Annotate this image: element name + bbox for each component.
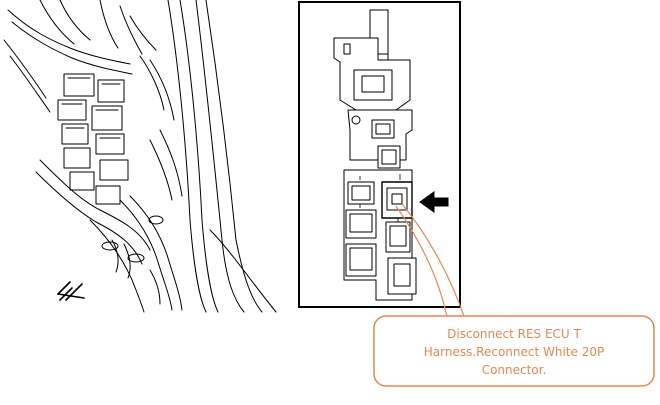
callout-line-2: Harness.Reconnect White 20P	[424, 345, 604, 359]
junction-block-detail-panel	[298, 1, 461, 308]
callout-line-3: Connector.	[482, 363, 547, 377]
callout-line-1: Disconnect RES ECU T	[447, 327, 581, 341]
vehicle-front-direction-icon	[57, 281, 85, 301]
harness-overview-illustration	[3, 0, 277, 313]
callout-leader	[395, 203, 467, 323]
instruction-callout: Disconnect RES ECU T Harness.Reconnect W…	[373, 315, 655, 387]
left-pointing-arrow-icon	[419, 191, 449, 213]
